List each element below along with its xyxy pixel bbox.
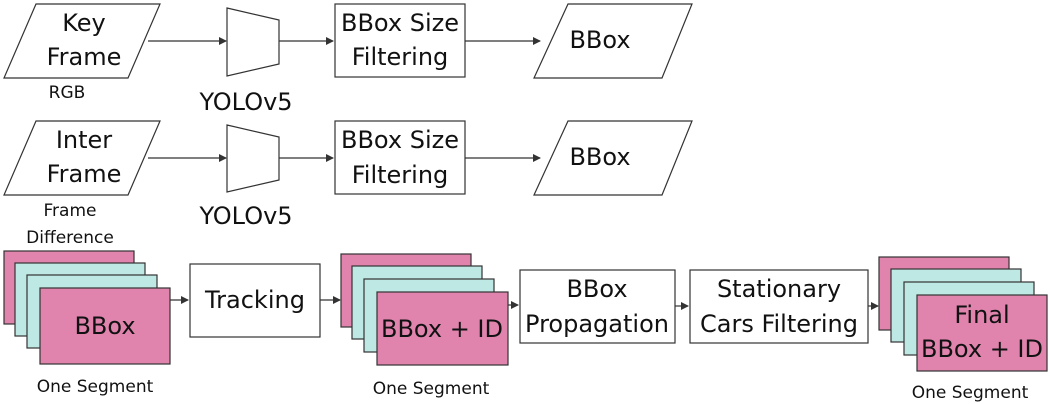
- bbox-propagation-label-line2: Propagation: [525, 310, 669, 338]
- stationary-cars-filtering-label-line1: Stationary: [717, 275, 841, 303]
- bbox-output-label-2: BBox: [569, 143, 630, 171]
- segment-2-caption: One Segment: [373, 379, 490, 399]
- yolov5-model-1: [226, 7, 280, 77]
- key-frame-label-line1: Key: [62, 9, 106, 37]
- bbox-size-filtering-label-2-line2: Filtering: [352, 161, 449, 189]
- frame-difference-caption-line1: Frame: [44, 201, 97, 221]
- final-caption: One Segment: [912, 383, 1029, 403]
- bbox-output-label-1: BBox: [569, 26, 630, 54]
- segment-2-label: BBox + ID: [381, 315, 503, 343]
- segment-1-caption: One Segment: [37, 377, 154, 397]
- stationary-cars-filtering-box: [689, 269, 869, 344]
- final-front: [916, 294, 1048, 372]
- key-frame-caption: RGB: [49, 83, 86, 103]
- segment-2-front: [376, 291, 509, 366]
- key-frame-input: [3, 3, 161, 79]
- tracking-box: [189, 263, 321, 338]
- stationary-cars-filtering-label-line2: Cars Filtering: [700, 310, 858, 338]
- bbox-size-filtering-box-1: [334, 3, 466, 78]
- bbox-size-filtering-label-1-line1: BBox Size: [341, 9, 459, 37]
- bbox-propagation-box: [519, 269, 676, 344]
- final-label-line1: Final: [954, 301, 1009, 329]
- inter-frame-label-line1: Inter: [56, 126, 112, 154]
- yolov5-model-2: [226, 124, 280, 193]
- segment-1-label: BBox: [74, 312, 135, 340]
- bbox-size-filtering-box-2: [334, 120, 466, 195]
- bbox-size-filtering-label-1-line2: Filtering: [352, 43, 449, 71]
- inter-frame-input: [3, 120, 161, 196]
- bbox-propagation-label-line1: BBox: [566, 275, 627, 303]
- inter-frame-label-line2: Frame: [47, 160, 122, 188]
- yolov5-label-2: YOLOv5: [198, 202, 292, 230]
- segment-1-front: [39, 287, 171, 365]
- bbox-output-2: [533, 120, 693, 196]
- yolov5-label-1: YOLOv5: [198, 88, 292, 116]
- bbox-output-1: [533, 3, 693, 79]
- tracking-label: Tracking: [204, 286, 305, 314]
- key-frame-label-line2: Frame: [47, 43, 122, 71]
- bbox-size-filtering-label-2-line1: BBox Size: [341, 126, 459, 154]
- final-label-line2: BBox + ID: [921, 335, 1043, 363]
- frame-difference-caption-line2: Difference: [26, 228, 114, 248]
